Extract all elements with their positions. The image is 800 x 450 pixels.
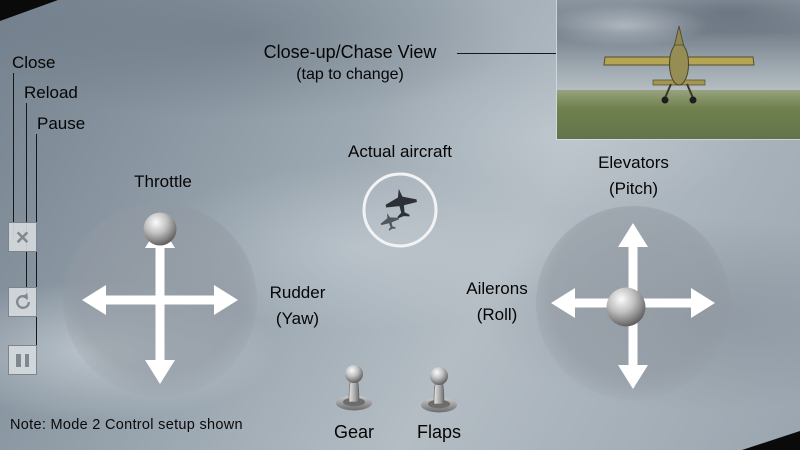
aircraft-marker-ring <box>362 172 438 248</box>
elevators-label-line1: Elevators <box>598 153 669 172</box>
ailerons-label: Ailerons (Roll) <box>447 276 547 328</box>
gear-switch[interactable] <box>332 360 376 412</box>
throttle-label: Throttle <box>134 172 192 191</box>
rudder-label-line1: Rudder <box>269 283 326 302</box>
chase-view-connector-line <box>457 53 556 54</box>
close-connector-line <box>13 73 14 238</box>
pause-button[interactable] <box>8 345 37 375</box>
ailerons-label-line2: (Roll) <box>476 305 518 324</box>
pause-icon <box>16 353 29 367</box>
close-button[interactable]: × <box>8 222 37 252</box>
right-joystick[interactable] <box>533 203 733 403</box>
chase-view-title: Close-up/Chase View <box>263 42 437 62</box>
aircraft-icon <box>385 188 417 219</box>
close-label: Close <box>12 53 56 72</box>
reload-label: Reload <box>24 83 78 102</box>
flaps-label: Flaps <box>416 422 461 442</box>
throttle-knob[interactable] <box>143 212 177 246</box>
aircraft-shadow-icon <box>380 213 399 231</box>
reload-connector-line <box>26 103 27 302</box>
chase-view-window[interactable] <box>556 0 800 140</box>
left-joystick[interactable] <box>60 200 260 400</box>
top-left-corner-triangle <box>0 0 58 21</box>
chase-view-ground <box>557 90 800 139</box>
actual-aircraft-marker <box>360 170 440 250</box>
chase-plane-icon <box>603 25 755 104</box>
rudder-label: Rudder (Yaw) <box>250 280 345 332</box>
gear-label: Gear <box>333 422 375 442</box>
rudder-label-line2: (Yaw) <box>275 309 320 328</box>
elevators-label: Elevators (Pitch) <box>571 150 696 202</box>
aileron-elevator-knob[interactable] <box>606 287 646 327</box>
pause-label: Pause <box>37 114 86 133</box>
actual-aircraft-label: Actual aircraft <box>348 142 452 161</box>
ailerons-label-line1: Ailerons <box>466 279 528 298</box>
mode-note: Note: Mode 2 Control setup shown <box>10 417 243 433</box>
close-icon: × <box>15 223 30 250</box>
reload-button[interactable] <box>8 287 37 317</box>
bottom-right-corner-triangle <box>742 431 800 450</box>
elevators-label-line2: (Pitch) <box>608 179 659 198</box>
chase-view-subtitle: (tap to change) <box>296 66 404 83</box>
flaps-switch[interactable] <box>417 362 461 414</box>
chase-view-caption: Close-up/Chase View (tap to change) <box>220 40 480 86</box>
reload-icon <box>15 293 30 309</box>
